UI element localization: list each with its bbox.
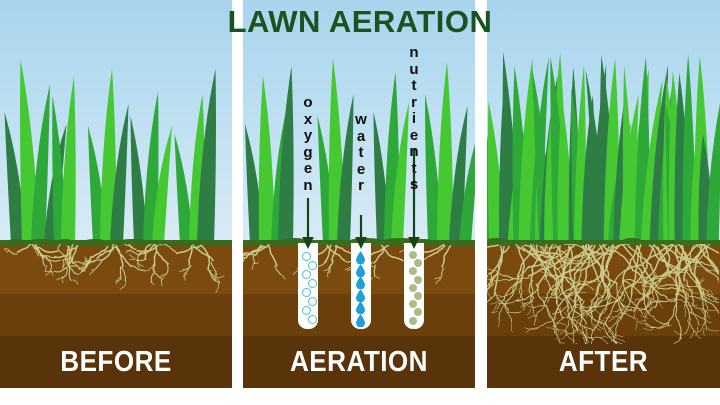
- label-letter: r: [411, 93, 417, 111]
- nutrient-pellet: [414, 275, 422, 284]
- oxygen-bubble: [302, 270, 311, 279]
- grass-blade: [449, 124, 475, 244]
- page-title: LAWN AERATION: [227, 4, 493, 39]
- grass-blade: [383, 102, 411, 244]
- grass-blade: [434, 62, 456, 244]
- grass-aeration: [243, 0, 475, 246]
- label-letter: u: [409, 60, 419, 78]
- grass-blade: [127, 116, 154, 244]
- label-letter: o: [303, 94, 313, 111]
- nutrient-pellet: [409, 283, 417, 292]
- nutrient-pellet: [414, 308, 422, 317]
- label-letter: n: [409, 44, 419, 61]
- label-letter: e: [409, 126, 419, 144]
- grass-blade: [330, 94, 357, 244]
- nutrient-pellet: [409, 251, 417, 259]
- oxygen-bubble: [302, 252, 311, 261]
- grass-blade: [2, 112, 35, 244]
- caption-aeration: AERATION: [290, 346, 428, 378]
- label-letter: t: [358, 144, 364, 161]
- caption-before: BEFORE: [60, 346, 172, 378]
- flow-arrow: [407, 148, 421, 249]
- soil-grass-line: [0, 240, 232, 246]
- flow-arrow: [301, 198, 315, 249]
- grass-blade: [273, 66, 298, 244]
- label-letter: n: [409, 143, 419, 160]
- roots-before: [0, 244, 232, 344]
- grass-blade: [700, 100, 720, 244]
- soil-layer-bottom: [487, 336, 720, 388]
- grass-blade: [96, 69, 120, 244]
- label-letter: g: [303, 143, 313, 161]
- label-letter: y: [303, 127, 313, 144]
- grass-after: [487, 0, 720, 246]
- label-letter: s: [409, 176, 419, 193]
- water-droplet: [356, 301, 365, 315]
- soil-layer-bottom: [243, 336, 475, 388]
- label-letter: w: [355, 111, 367, 128]
- grass-blade: [137, 92, 163, 244]
- panel-after: AFTER: [487, 0, 720, 388]
- label-letter: r: [358, 177, 364, 194]
- soil-layer-bottom: [0, 336, 232, 388]
- panel-before: BEFORE: [0, 0, 232, 388]
- label-letter: t: [411, 77, 417, 94]
- nutrient-pellet: [414, 292, 422, 300]
- root-system: [3, 244, 225, 294]
- grass-blade: [102, 104, 131, 244]
- water-droplet: [356, 276, 365, 290]
- grass-blade: [631, 79, 663, 244]
- nutrient-pellet: [409, 267, 417, 276]
- oxygen-bubble: [302, 306, 311, 315]
- grass-blade: [56, 76, 80, 244]
- caption-after: AFTER: [558, 346, 649, 378]
- oxygen-bubble: [302, 288, 311, 297]
- label-letter: x: [303, 110, 313, 128]
- label-letter: e: [303, 160, 313, 177]
- water-droplet: [356, 251, 365, 264]
- label-letter: i: [411, 110, 417, 127]
- roots-after: [487, 244, 720, 344]
- label-letter: e: [356, 160, 366, 178]
- water-droplet: [356, 263, 365, 277]
- oxygen-bubble: [308, 315, 317, 324]
- grass-blade: [23, 84, 53, 244]
- flow-arrow: [354, 215, 368, 249]
- grass-blade: [255, 76, 279, 244]
- oxygen-bubble: [308, 297, 317, 306]
- soil-layer-mid: [0, 294, 232, 336]
- water-droplet: [356, 314, 365, 327]
- soil-grass-line: [487, 240, 720, 246]
- nutrient-pellet: [409, 316, 417, 325]
- root-system: [487, 244, 719, 344]
- oxygen-bubble: [308, 279, 317, 288]
- nutrient-pellet: [409, 300, 417, 309]
- oxygen-bubble: [308, 261, 317, 270]
- grass-blade: [143, 126, 173, 244]
- label-letter: t: [411, 159, 417, 177]
- grass-blade: [172, 134, 201, 244]
- label-letter: n: [303, 176, 313, 194]
- grass-before: [0, 0, 232, 246]
- water-droplet: [356, 288, 365, 302]
- nutrient-pellet: [414, 259, 422, 268]
- label-letter: a: [356, 127, 366, 145]
- grass-blade: [190, 69, 221, 244]
